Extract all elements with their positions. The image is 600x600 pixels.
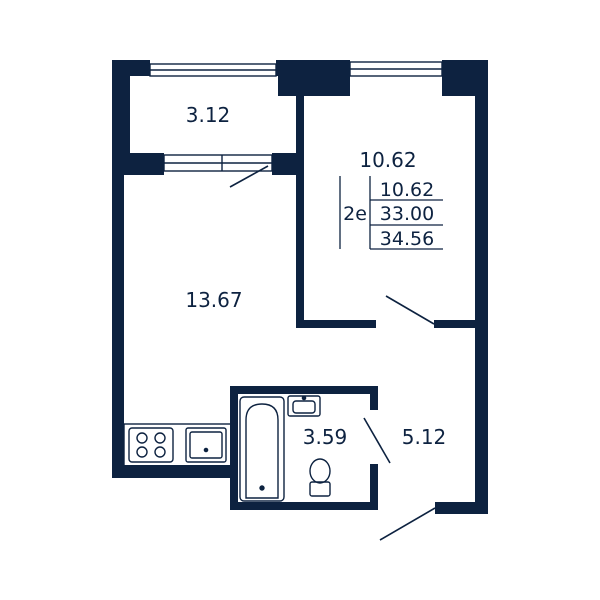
entrance-door-swing <box>379 507 436 541</box>
wall-right <box>475 60 488 514</box>
wall-left <box>112 158 124 478</box>
summary-total-area: 33.00 <box>380 203 434 225</box>
summary-box: 2e 10.62 33.00 34.56 <box>339 176 443 250</box>
bedroom-area: 10.62 <box>359 148 416 172</box>
bath-wall-top <box>230 386 378 394</box>
kitchen-counter <box>123 423 235 467</box>
bathroom-fixtures <box>239 395 331 502</box>
wall-partition-vertical <box>296 60 304 328</box>
bedroom-window <box>349 61 443 77</box>
balcony-door-window <box>163 154 273 172</box>
wall-top-mid <box>278 60 350 96</box>
summary-total-with-balcony: 34.56 <box>380 228 434 250</box>
kitchen-sink-icon <box>185 427 227 463</box>
living-kitchen-area: 13.67 <box>185 288 242 312</box>
bathroom-sink-icon <box>287 395 321 417</box>
summary-room-code: 2e <box>343 203 367 225</box>
bath-wall-bottom <box>230 502 378 510</box>
toilet-icon <box>309 458 331 497</box>
wall-balcony-sep-right <box>272 153 302 175</box>
bath-wall-right-top <box>370 386 378 410</box>
wall-partition-horizontal-right <box>434 320 482 328</box>
bedroom-door-swing <box>385 295 435 325</box>
balcony-wall-top-left <box>112 60 150 76</box>
bath-wall-right-bottom <box>370 464 378 510</box>
wall-left-bottom <box>112 465 232 478</box>
windows <box>149 61 443 172</box>
balcony-wall-left <box>112 60 130 160</box>
balcony-window <box>149 63 277 77</box>
doors <box>229 165 436 541</box>
wall-bottom-right <box>435 502 488 514</box>
bathroom-area: 3.59 <box>303 425 348 449</box>
summary-living-area: 10.62 <box>380 179 434 201</box>
balcony-area: 3.12 <box>186 103 231 127</box>
wall-partition-horizontal-left <box>296 320 376 328</box>
bathtub-icon <box>239 396 285 502</box>
hallway-area: 5.12 <box>402 425 447 449</box>
stove-icon <box>128 427 174 463</box>
wall-balcony-sep-left <box>112 153 164 175</box>
balcony-door-swing <box>229 165 269 188</box>
walls <box>112 60 488 514</box>
bathroom-door-swing <box>363 417 391 464</box>
